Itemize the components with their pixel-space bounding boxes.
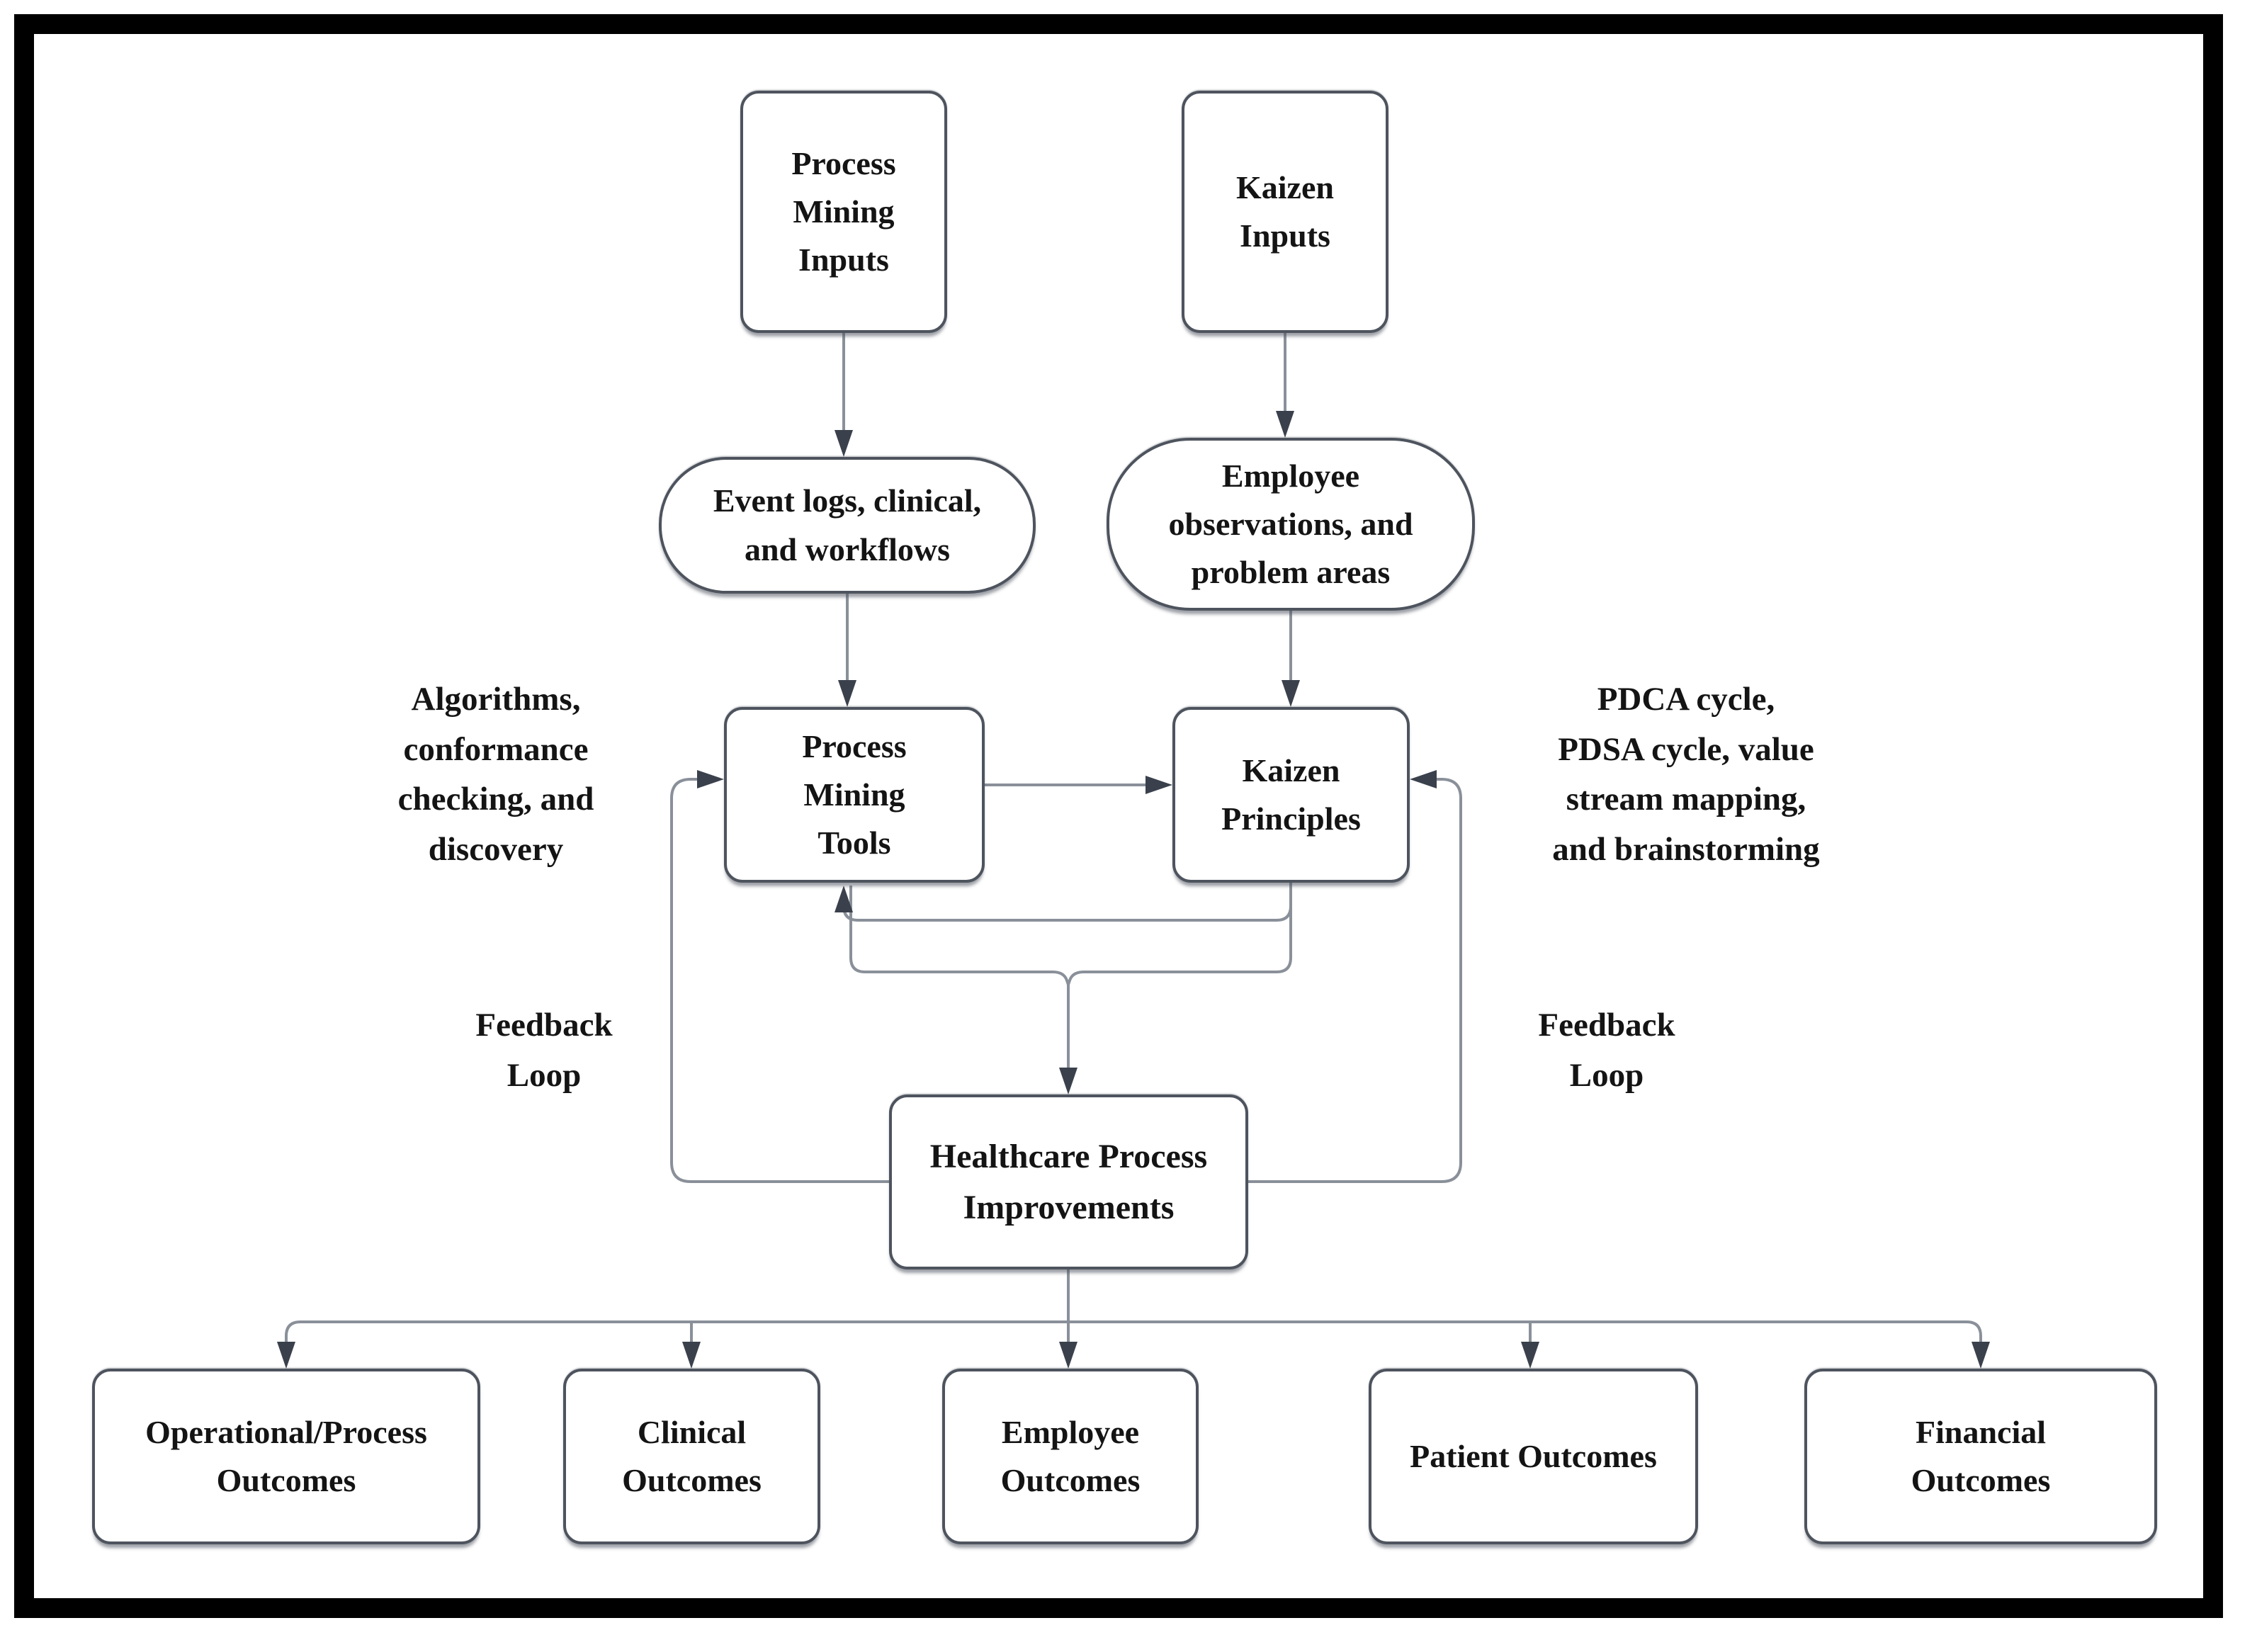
- node-kaizen-principles: Kaizen Principles: [1172, 707, 1410, 883]
- node-event-logs: Event logs, clinical, and workflows: [659, 457, 1036, 594]
- label-feedback-loop-left: Feedback Loop: [475, 1007, 613, 1094]
- node-healthcare-process-improvements: Healthcare Process Improvements: [889, 1094, 1248, 1269]
- node-patient-outcomes: Patient Outcomes: [1369, 1369, 1698, 1544]
- node-employee-observations: Employee observations, and problem areas: [1107, 438, 1475, 611]
- node-operational-outcomes: Operational/Process Outcomes: [92, 1369, 480, 1544]
- node-clinical-outcomes: Clinical Outcomes: [563, 1369, 820, 1544]
- node-process-mining-inputs: Process Mining Inputs: [740, 91, 947, 333]
- node-kaizen-inputs: Kaizen Inputs: [1182, 91, 1388, 333]
- label-kaizen-methods: PDCA cycle, PDSA cycle, value stream map…: [1552, 681, 1820, 868]
- node-financial-outcomes: Financial Outcomes: [1804, 1369, 2157, 1544]
- outer-frame: [14, 14, 2223, 1618]
- node-process-mining-tools: Process Mining Tools: [724, 707, 985, 883]
- node-employee-outcomes: Employee Outcomes: [942, 1369, 1199, 1544]
- label-process-mining-methods: Algorithms, conformance checking, and di…: [397, 681, 594, 868]
- label-feedback-loop-right: Feedback Loop: [1538, 1007, 1675, 1094]
